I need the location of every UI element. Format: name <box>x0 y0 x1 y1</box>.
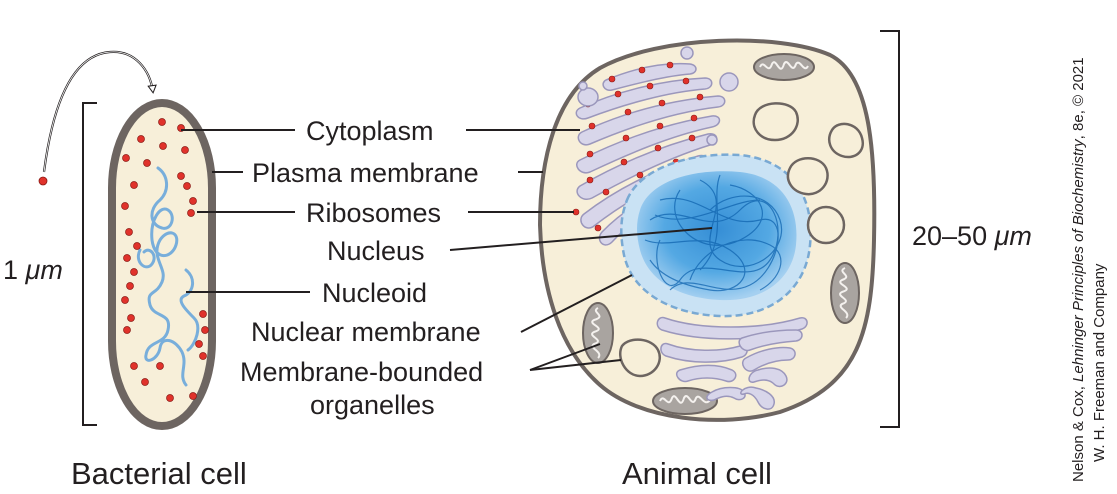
mitochondrion-2 <box>830 262 860 324</box>
label-cytoplasm: Cytoplasm <box>306 116 434 146</box>
scale-label-bacterial: 1 μm <box>3 255 63 285</box>
label-nuclear-membrane: Nuclear membrane <box>251 317 481 347</box>
vesicles <box>577 46 739 146</box>
caption-animal-cell: Animal cell <box>622 456 772 491</box>
organelles-leader-1 <box>529 343 601 371</box>
mitochondrion-4 <box>652 387 718 415</box>
label-organelles: organelles <box>310 390 435 420</box>
er-ribosomes <box>572 61 704 232</box>
label-ribosomes: Ribosomes <box>306 198 441 228</box>
caption-bacterial-cell: Bacterial cell <box>71 456 247 491</box>
mitochondrion-1 <box>753 53 815 81</box>
credit-line-1: Nelson & Cox, Lehninger Principles of Bi… <box>1070 57 1087 482</box>
label-nucleus: Nucleus <box>327 236 425 266</box>
enlargement-arrow <box>38 50 153 186</box>
lysosomes <box>619 102 865 378</box>
golgi-apparatus <box>656 316 808 410</box>
chromatin <box>644 174 783 292</box>
nucleus <box>620 153 812 318</box>
leader-lines <box>181 129 713 371</box>
nucleoid-dna <box>137 166 200 387</box>
mitochondrion-3 <box>582 302 614 364</box>
nucleus-leader <box>449 227 713 251</box>
credit-text: Nelson & Cox, Lehninger Principles of Bi… <box>1070 57 1108 482</box>
animal-scale-bracket <box>880 30 900 428</box>
bacterial-cell <box>38 50 216 430</box>
animal-cell <box>537 30 900 428</box>
bacterial-membrane <box>108 99 216 430</box>
label-plasma-membrane: Plasma membrane <box>252 158 479 188</box>
nuclear-membrane-leader <box>520 274 633 333</box>
credit-line-2: W. H. Freeman and Company <box>1091 263 1108 462</box>
organelles-leader-2 <box>529 359 622 371</box>
small-ribosome-dot <box>38 176 48 186</box>
label-membrane-bounded: Membrane-bounded <box>240 357 483 387</box>
label-nucleoid: Nucleoid <box>322 278 427 308</box>
scale-label-animal: 20–50 μm <box>912 221 1032 251</box>
bacterial-scale-bracket <box>82 102 97 426</box>
